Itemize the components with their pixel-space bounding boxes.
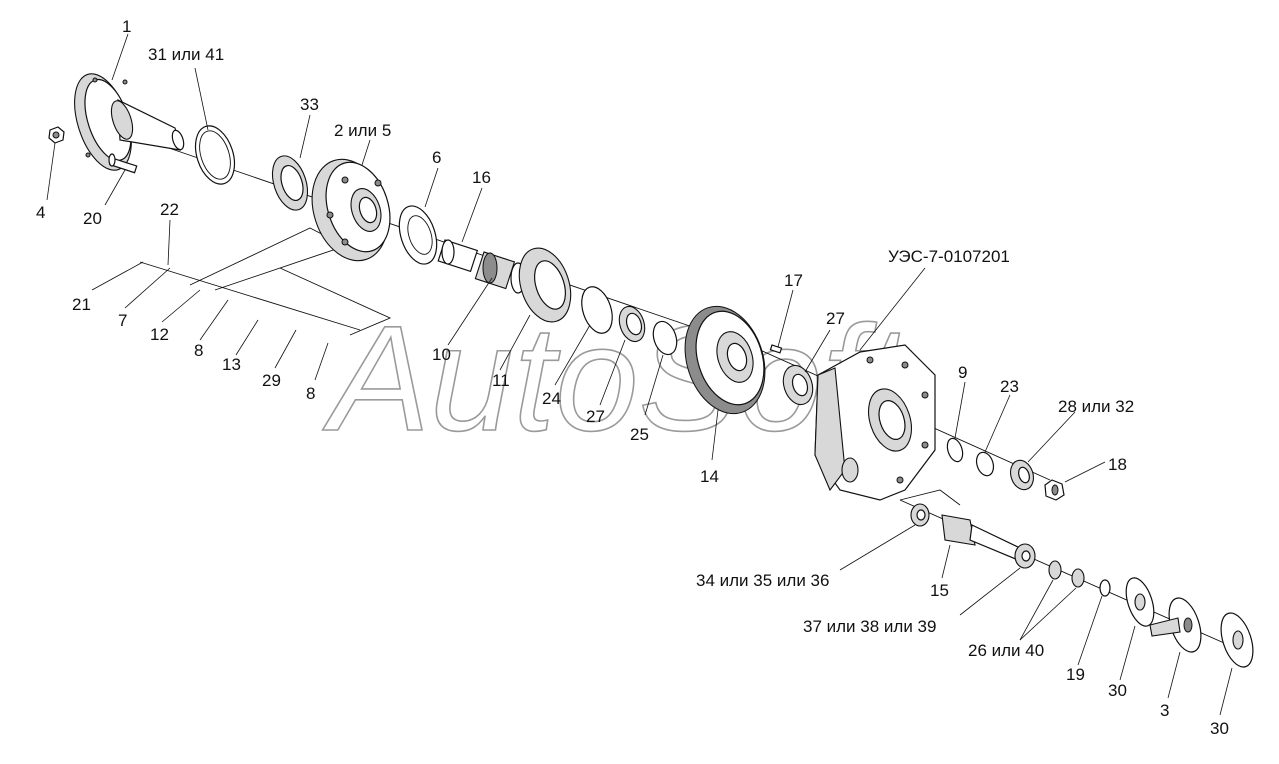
part-11-ring-gear <box>518 247 572 323</box>
label-23: 23 <box>1000 377 1019 396</box>
label-6: 6 <box>432 148 441 167</box>
label-28-32: 28 или 32 <box>1058 397 1134 416</box>
assembly-bracket-left <box>189 227 347 291</box>
part-27-bearing-b <box>782 364 814 406</box>
part-23-ring <box>975 451 995 477</box>
part-9-ring <box>946 437 964 463</box>
part-31-oring <box>194 125 236 185</box>
label-1: 1 <box>122 17 131 36</box>
label-17: 17 <box>784 271 803 290</box>
part-30-disc-b <box>1220 612 1254 668</box>
part-26-washer-a <box>1048 560 1062 580</box>
part-1-hub-flange <box>74 73 185 171</box>
label-assembly: УЭС-7-0107201 <box>888 247 1010 266</box>
label-27a: 27 <box>586 407 605 426</box>
label-25: 25 <box>630 425 649 444</box>
label-8b: 8 <box>306 384 315 403</box>
label-10: 10 <box>432 345 451 364</box>
label-16: 16 <box>472 168 491 187</box>
part-18-nut <box>1044 479 1065 501</box>
part-6-washer-hole <box>407 215 433 255</box>
label-20: 20 <box>83 209 102 228</box>
label-29: 29 <box>262 371 281 390</box>
part-19-ring <box>1099 579 1111 597</box>
part-2-planet-carrier <box>311 158 391 262</box>
leader-lines <box>46 33 1233 716</box>
part-37-bearing <box>1014 543 1036 569</box>
part-27-bearing-a <box>618 305 646 343</box>
label-24: 24 <box>542 389 561 408</box>
label-9: 9 <box>958 363 967 382</box>
part-25-snap-ring <box>652 320 678 356</box>
label-21: 21 <box>72 295 91 314</box>
label-7: 7 <box>118 311 127 330</box>
part-31-oring-inner <box>199 130 231 180</box>
part-3-lever <box>1149 597 1202 653</box>
label-4: 4 <box>36 203 45 222</box>
label-18: 18 <box>1108 455 1127 474</box>
part-16-bushing <box>437 239 479 273</box>
label-31-41: 31 или 41 <box>148 45 224 64</box>
label-11: 11 <box>492 371 510 390</box>
label-14: 14 <box>700 467 719 486</box>
label-15: 15 <box>930 581 949 600</box>
label-34-35-36: 34 или 35 или 36 <box>696 571 829 590</box>
part-14-large-gear <box>684 305 766 415</box>
part-30-disc-a <box>1125 577 1155 627</box>
label-22: 22 <box>160 200 179 219</box>
part-34-bearing <box>910 503 930 527</box>
label-19: 19 <box>1066 665 1085 684</box>
assembly-bracket-right <box>279 267 392 336</box>
watermark-text: AutoSoft <box>322 294 911 462</box>
label-37-38-39: 37 или 38 или 39 <box>803 617 936 636</box>
part-17-pin <box>769 344 783 354</box>
part-28-seal <box>1010 459 1034 491</box>
label-12: 12 <box>150 325 169 344</box>
part-24-circlip <box>581 286 613 334</box>
label-2-5: 2 или 5 <box>334 121 391 140</box>
part-26-washer-b <box>1071 568 1085 588</box>
label-8a: 8 <box>194 341 203 360</box>
label-33: 33 <box>300 95 319 114</box>
part-33-seal <box>271 155 309 211</box>
part-housing <box>814 344 936 501</box>
part-15-drive-shaft <box>941 514 1021 561</box>
assembly-bracket-lower <box>899 489 961 506</box>
part-4-nut <box>48 126 65 144</box>
axis-line-planet <box>139 261 361 331</box>
label-3: 3 <box>1160 701 1169 720</box>
label-26-40: 26 или 40 <box>968 641 1044 660</box>
label-30b: 30 <box>1210 719 1229 738</box>
part-6-thrust-washer <box>398 205 438 265</box>
part-20-bolt <box>108 153 138 174</box>
label-30a: 30 <box>1108 681 1127 700</box>
label-13: 13 <box>222 355 241 374</box>
part-10-sun-gear <box>474 251 526 294</box>
label-27b: 27 <box>826 309 845 328</box>
